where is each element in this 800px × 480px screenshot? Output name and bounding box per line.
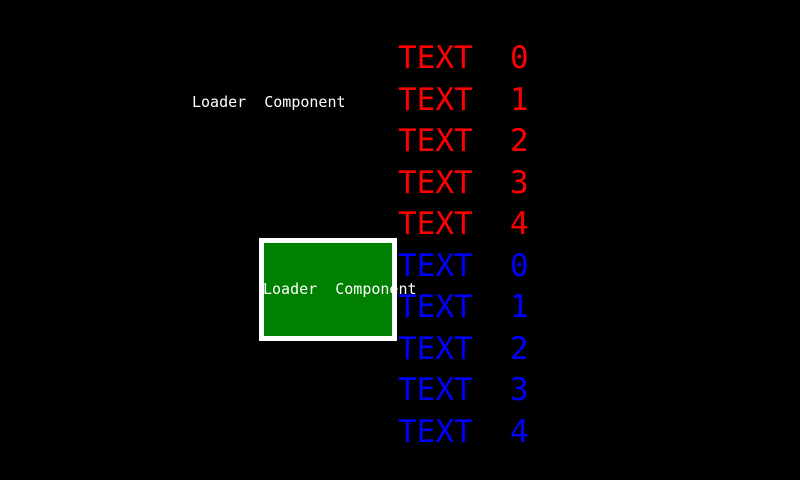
- list-item: TEXT 1: [398, 81, 529, 118]
- list-item: TEXT 4: [398, 413, 529, 450]
- loader-component-box[interactable]: Loader Component: [259, 238, 417, 341]
- list-item: TEXT 0: [398, 247, 529, 284]
- list-item: TEXT 2: [398, 123, 529, 159]
- list-item: TEXT 3: [398, 372, 529, 408]
- list-item: TEXT 3: [398, 164, 529, 201]
- list-item: TEXT 4: [398, 206, 529, 242]
- list-item: TEXT 1: [398, 289, 529, 325]
- list-item: TEXT 0: [398, 40, 529, 76]
- list-item: TEXT 2: [398, 330, 529, 367]
- text-list: TEXT 0 TEXT 1 TEXT 2 TEXT 3 TEXT 4 TEXT …: [398, 38, 618, 453]
- loader-component-label: Loader Component: [192, 93, 346, 111]
- loader-component-box-label: Loader Component: [263, 280, 417, 298]
